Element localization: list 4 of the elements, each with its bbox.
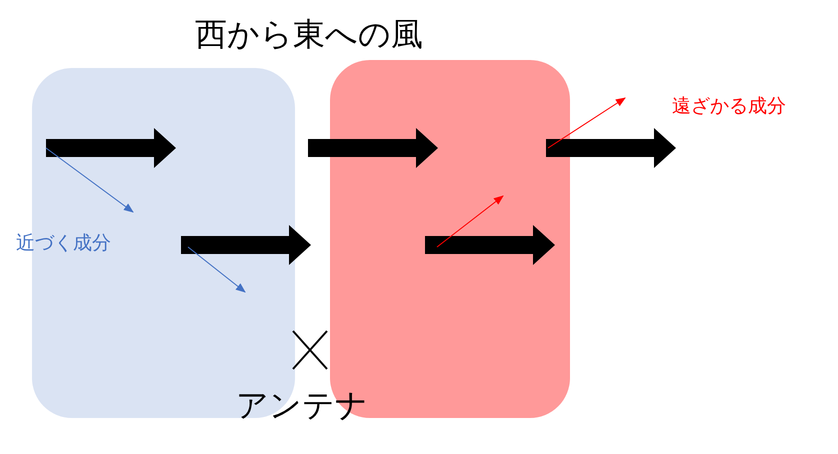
- label: 遠ざかる成分: [672, 94, 786, 119]
- label: 近づく成分: [16, 231, 111, 256]
- label: アンテナ: [236, 385, 368, 426]
- title: 西から東への風: [195, 14, 423, 55]
